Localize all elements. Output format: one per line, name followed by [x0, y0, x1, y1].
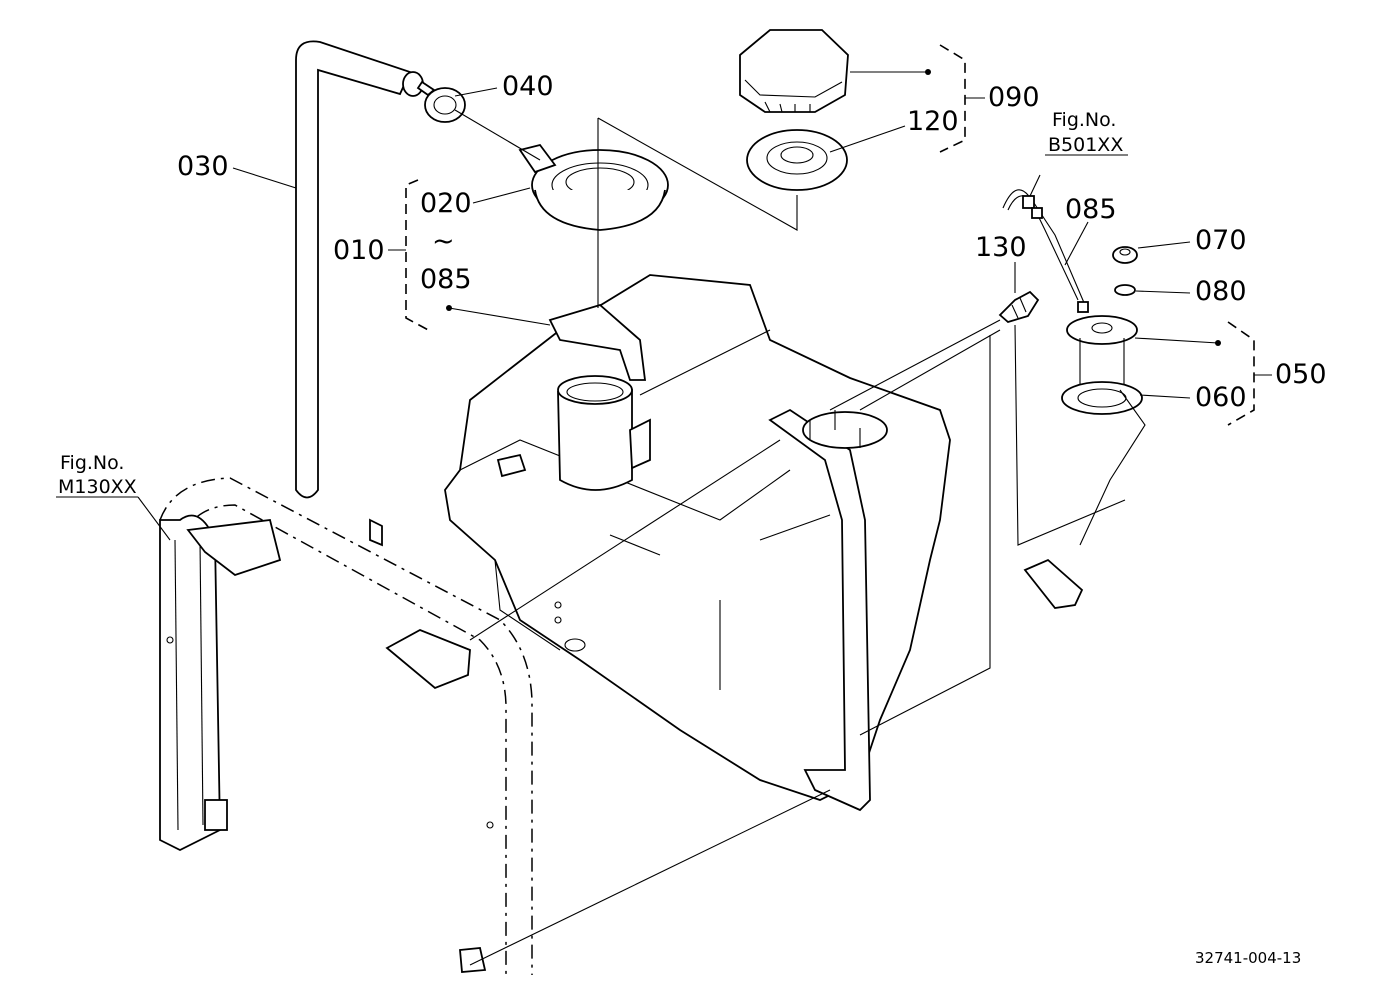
callout-080: 080: [1195, 276, 1247, 307]
leader-lines: [56, 69, 1221, 541]
callout-labels: 010 020 ~ 085 030 040 090 120 130 085 07…: [177, 71, 1327, 413]
fig-ref-top-code: B501XX: [1048, 134, 1123, 156]
callout-020: 020: [420, 188, 472, 219]
callout-010: 010: [333, 235, 385, 266]
hose-030: [295, 40, 424, 499]
callout-090: 090: [988, 82, 1040, 113]
callout-range-tilde: ~: [432, 226, 455, 257]
fuel-tank: [444, 274, 951, 812]
callout-085-left: 085: [420, 264, 472, 295]
fig-ref-left-label: Fig.No.: [60, 452, 124, 474]
brackets: [388, 44, 1272, 426]
callout-130: 130: [975, 232, 1027, 263]
callout-085-right: 085: [1065, 194, 1117, 225]
figure-references: Fig.No. B501XX Fig.No. M130XX: [58, 109, 1123, 498]
frame-phantom: [159, 477, 533, 975]
fitting-130: [998, 290, 1040, 324]
wire-harness-085: [1002, 189, 1089, 313]
callout-050: 050: [1275, 359, 1327, 390]
callout-030: 030: [177, 151, 229, 182]
callout-040: 040: [502, 71, 554, 102]
fig-ref-top-label: Fig.No.: [1052, 109, 1116, 131]
gauge-unit-050: [1023, 246, 1146, 609]
filler-neck-020: [518, 143, 669, 231]
callout-120: 120: [907, 106, 959, 137]
fig-ref-left-code: M130XX: [58, 476, 137, 498]
assembly-lines: [454, 109, 1126, 966]
callout-060: 060: [1195, 382, 1247, 413]
cap-090: [739, 29, 849, 113]
callout-070: 070: [1195, 225, 1247, 256]
clamp-040: [416, 80, 466, 123]
cap-seal-120: [746, 129, 848, 191]
document-number: 32741-004-13: [1195, 949, 1301, 967]
